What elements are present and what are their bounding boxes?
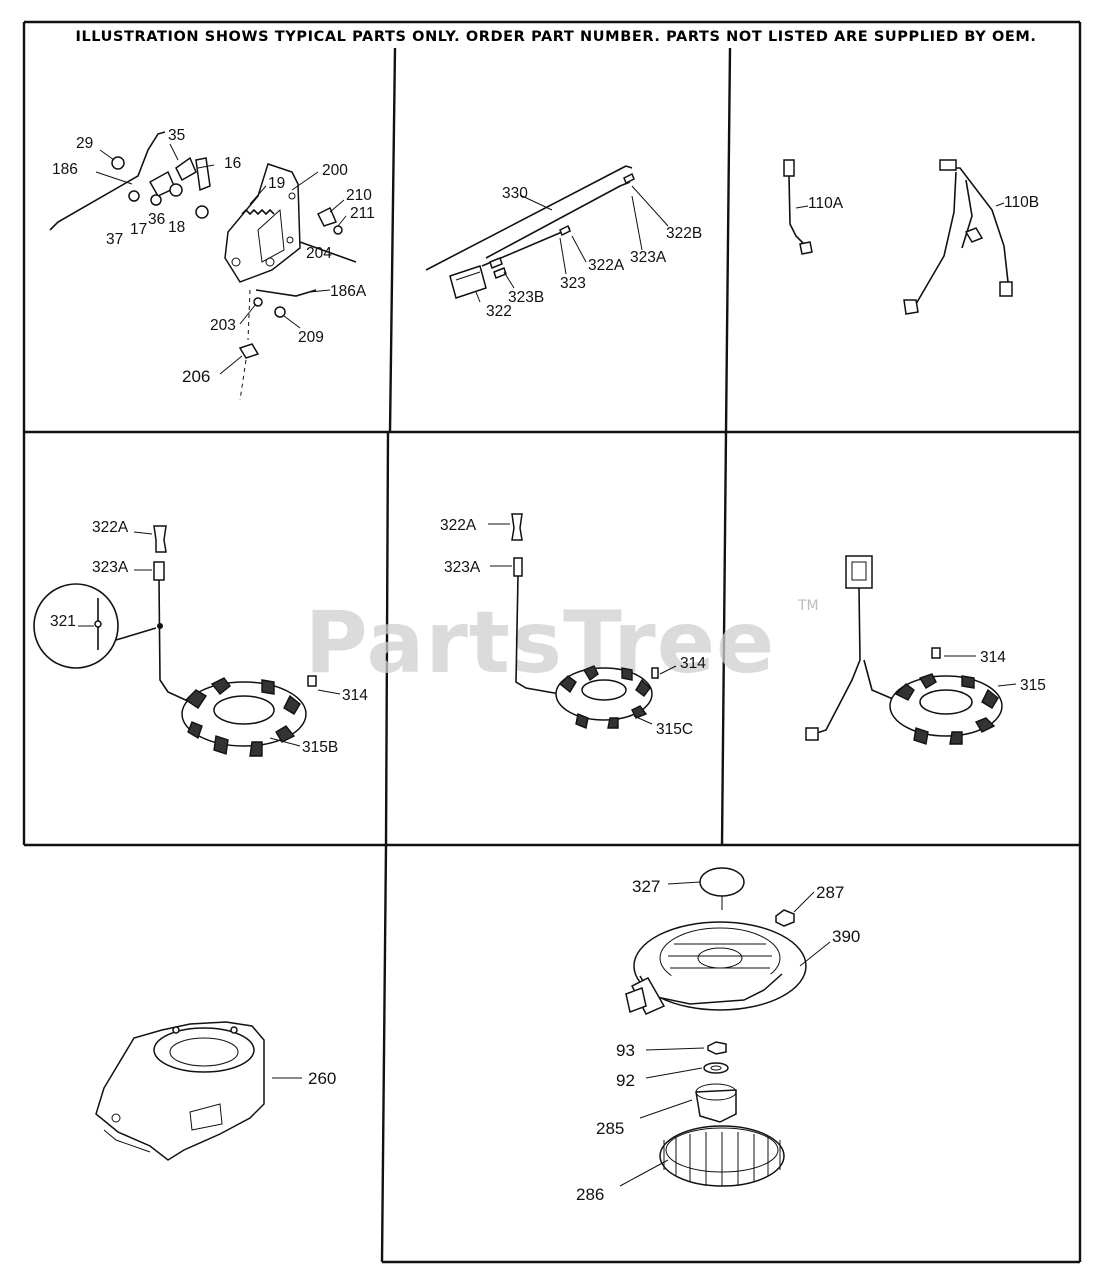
cup-285 <box>695 1089 737 1123</box>
label-390: 390 <box>832 927 860 946</box>
label-323A-s2: 323A <box>444 559 481 576</box>
connector-322 <box>449 265 487 299</box>
connector-plug <box>845 555 873 589</box>
label-209: 209 <box>298 329 324 346</box>
label-314-s2: 314 <box>680 655 706 672</box>
label-260: 260 <box>308 1069 336 1088</box>
panel-stator-315C: 322A 323A 314 315C <box>440 513 706 738</box>
nut-287 <box>775 909 795 927</box>
decal-327 <box>699 867 745 897</box>
nut-93 <box>707 1041 727 1055</box>
panel-stator-315: 314 315 <box>805 555 1046 745</box>
panel-harness: 330 322B 323A 322A 323 323B 322 <box>425 165 702 320</box>
label-286: 286 <box>576 1185 604 1204</box>
grid-frame <box>22 20 1082 1264</box>
panel-leads: 110A 110B <box>783 159 1039 315</box>
label-322B: 322B <box>666 225 702 242</box>
label-35: 35 <box>168 127 185 144</box>
governor-spring <box>241 208 275 216</box>
label-186A: 186A <box>330 283 367 300</box>
terminal-322A-s2 <box>511 513 523 541</box>
label-203: 203 <box>210 317 236 334</box>
label-322A-s2: 322A <box>440 517 477 534</box>
label-285: 285 <box>596 1119 624 1138</box>
label-36: 36 <box>148 211 165 228</box>
label-322: 322 <box>486 303 512 320</box>
panel-blower-housing: 260 <box>95 1021 336 1161</box>
label-323: 323 <box>560 275 586 292</box>
label-204: 204 <box>306 245 332 262</box>
header-note: ILLUSTRATION SHOWS TYPICAL PARTS ONLY. O… <box>75 29 1036 45</box>
label-315: 315 <box>1020 677 1046 694</box>
lead-110B <box>942 167 1009 283</box>
label-93: 93 <box>616 1041 635 1060</box>
label-16: 16 <box>224 155 241 172</box>
panel-stator-315B: 322A 323A 321 314 315B <box>33 519 368 757</box>
lead-110A <box>788 175 805 245</box>
label-110B: 110B <box>1004 194 1039 211</box>
label-323B: 323B <box>508 289 544 306</box>
label-92: 92 <box>616 1071 635 1090</box>
panel-rewind-starter: 327 287 390 93 92 285 286 <box>576 867 860 1204</box>
label-314-s3: 314 <box>980 649 1006 666</box>
watermark: PartsTree <box>305 593 776 693</box>
label-315C: 315C <box>656 721 693 738</box>
label-37: 37 <box>106 231 123 248</box>
label-200: 200 <box>322 162 348 179</box>
label-17: 17 <box>130 221 147 238</box>
watermark-tm: TM <box>797 598 819 614</box>
control-bracket <box>224 163 301 283</box>
harness-wire-330 <box>425 165 627 271</box>
label-19: 19 <box>268 175 285 192</box>
label-327: 327 <box>632 877 660 896</box>
label-110A: 110A <box>808 195 844 212</box>
label-211: 211 <box>350 205 375 222</box>
label-323A: 323A <box>630 249 667 266</box>
terminal-322A <box>153 525 167 553</box>
label-322A-s1: 322A <box>92 519 129 536</box>
label-18: 18 <box>168 219 185 236</box>
detail-circle-321 <box>33 583 119 669</box>
label-210: 210 <box>346 187 372 204</box>
label-322A-harness: 322A <box>588 257 625 274</box>
label-315B: 315B <box>302 739 338 756</box>
washer-92 <box>703 1062 729 1074</box>
panel-linkage: 29 35 186 16 200 19 210 211 36 37 17 18 … <box>49 127 375 401</box>
label-321: 321 <box>50 613 76 630</box>
label-323A-s1: 323A <box>92 559 129 576</box>
label-287: 287 <box>816 883 844 902</box>
label-330: 330 <box>502 185 528 202</box>
label-314-s1: 314 <box>342 687 368 704</box>
label-206: 206 <box>182 367 210 386</box>
label-29: 29 <box>76 135 93 152</box>
throttle-rod <box>49 131 166 231</box>
label-186: 186 <box>52 161 78 178</box>
